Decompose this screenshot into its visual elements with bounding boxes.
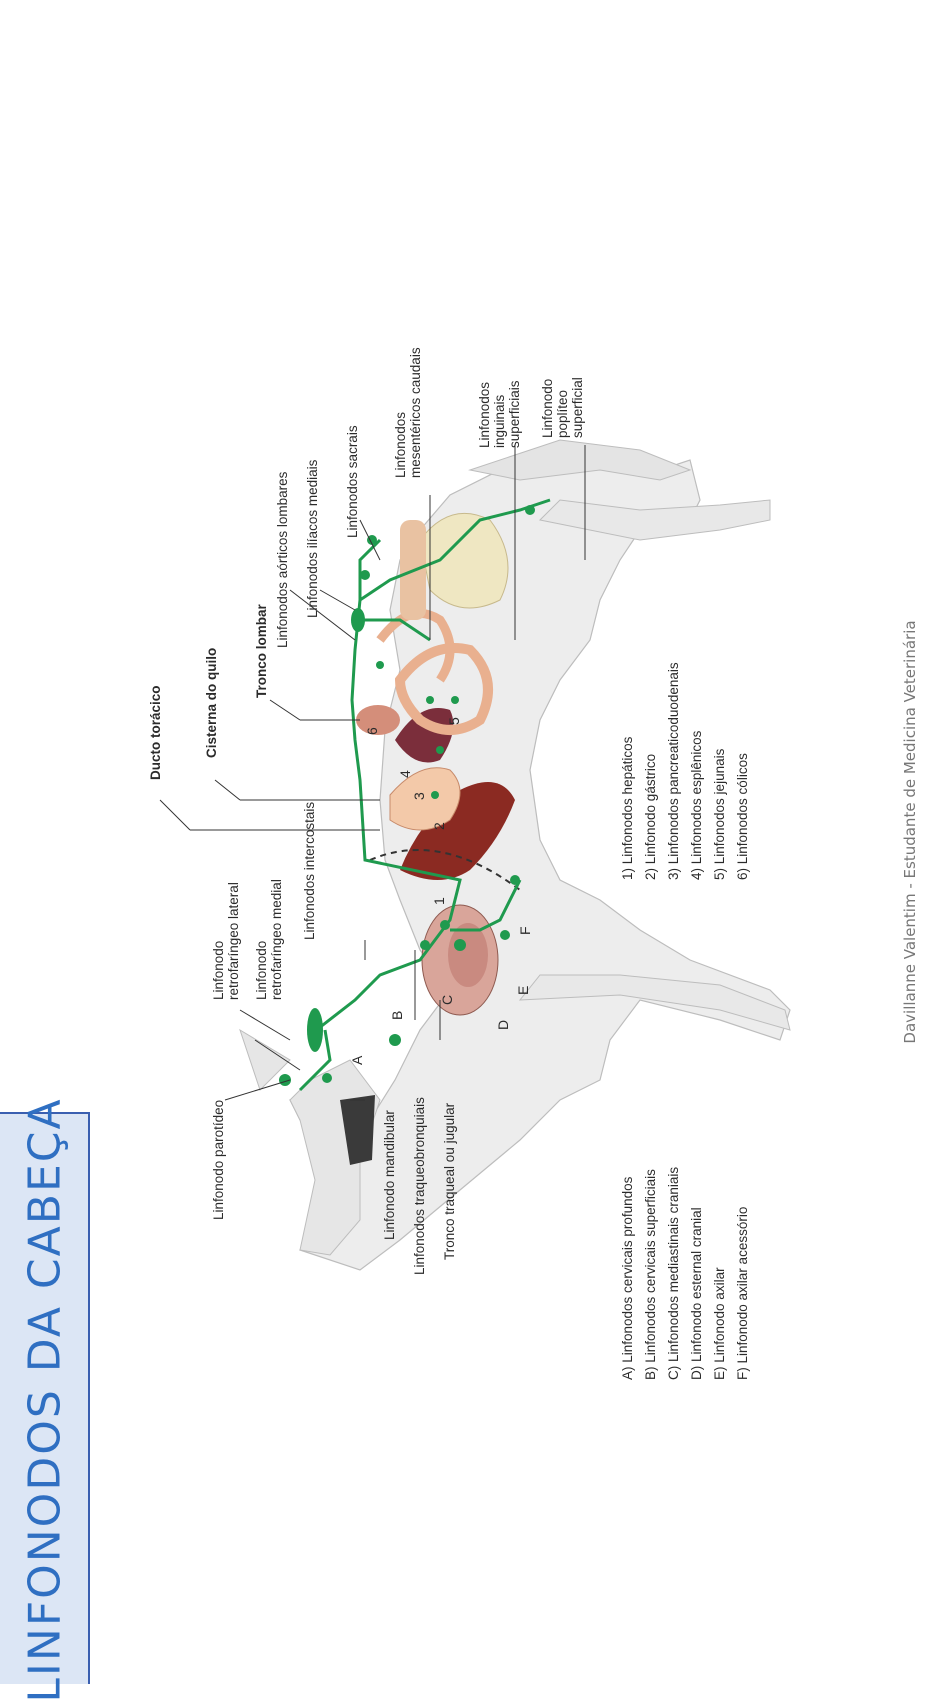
legend-item: A) Linfonodos cervicais profundos (620, 1176, 635, 1380)
lymph-nodes (279, 505, 535, 1086)
pelvis (419, 512, 509, 609)
marker-1: 1 (431, 897, 447, 905)
label-retro-medial: Linfonodo retrofaríngeo medial (254, 879, 284, 1000)
marker-5: 5 (446, 717, 462, 725)
legend-item: B) Linfonodos cervicais superficiais (643, 1169, 658, 1380)
label-intercostais: Linfonodos intercostais (302, 801, 317, 940)
title-band (0, 1112, 90, 1684)
label-cisterna-quilo: Cisterna do quilo (204, 647, 219, 758)
legend-item: 1) Linfonodos hepáticos (620, 736, 635, 880)
dog-mouth (340, 1095, 375, 1165)
marker-b: B (389, 1010, 405, 1020)
dog-ear (239, 1028, 291, 1091)
hind-leg (538, 499, 771, 541)
marker-d: D (495, 1019, 511, 1030)
legend-item: F) Linfonodo axilar acessório (735, 1206, 750, 1380)
marker-f: F (517, 926, 533, 935)
label-retro-lateral: Linfonodo retrofaríngeo lateral (211, 882, 241, 1000)
kidney (356, 705, 400, 735)
marker-e: E (515, 985, 531, 995)
legend-item: C) Linfonodos mediastinais craniais (666, 1166, 681, 1380)
label-aorticos-lombares: Linfonodos aórticos lombares (275, 471, 290, 648)
legend-item: 2) Linfonodo gástrico (643, 753, 658, 880)
marker-c: C (439, 994, 455, 1005)
legend-item: D) Linfonodo esternal cranial (689, 1207, 704, 1380)
marker-2: 2 (431, 822, 447, 830)
label-mandibular: Linfonodo mandibular (382, 1110, 397, 1240)
heart-inner (448, 923, 488, 987)
hind-leg-back (468, 439, 692, 481)
legend-item: 4) Linfonodos esplênicos (689, 730, 704, 880)
marker-3: 3 (411, 792, 427, 800)
legend-item: E) Linfonodo axilar (712, 1267, 727, 1380)
label-tronco-lombar: Tronco lombar (254, 604, 269, 698)
stomach (389, 767, 461, 831)
front-leg (518, 974, 791, 1031)
label-mesentericos-caudais: Linfonodos mesentéricos caudais (393, 347, 423, 478)
legend-item: 5) Linfonodos jejunais (712, 748, 727, 880)
label-inguinais: Linfonodos inguinais superficiais (477, 380, 522, 448)
marker-a: A (349, 1055, 365, 1065)
label-ducto-toracico: Ducto torácico (148, 685, 163, 780)
label-iliacos-mediais: Linfonodos ilíacos mediais (305, 459, 320, 618)
label-traqueobronquiais: Linfonodos traqueobronquiais (412, 1097, 427, 1275)
label-tronco-traqueal: Tronco traqueal ou jugular (442, 1102, 457, 1260)
liver (400, 782, 515, 880)
label-parotideo: Linfonodo parotídeo (211, 1099, 226, 1220)
legend-item: 6) Linfonodos cólicos (735, 753, 750, 880)
leader-lines (159, 445, 586, 1101)
label-popliteo: Linfonodo poplíteo superficial (540, 377, 585, 438)
intestines (394, 643, 493, 735)
marker-6: 6 (364, 727, 380, 735)
label-sacrais: Linfonodos sacrais (345, 425, 360, 538)
legend-item: 3) Linfonodos pancreaticoduodenais (666, 662, 681, 880)
marker-4: 4 (397, 770, 413, 778)
intestine-loop (376, 608, 455, 683)
